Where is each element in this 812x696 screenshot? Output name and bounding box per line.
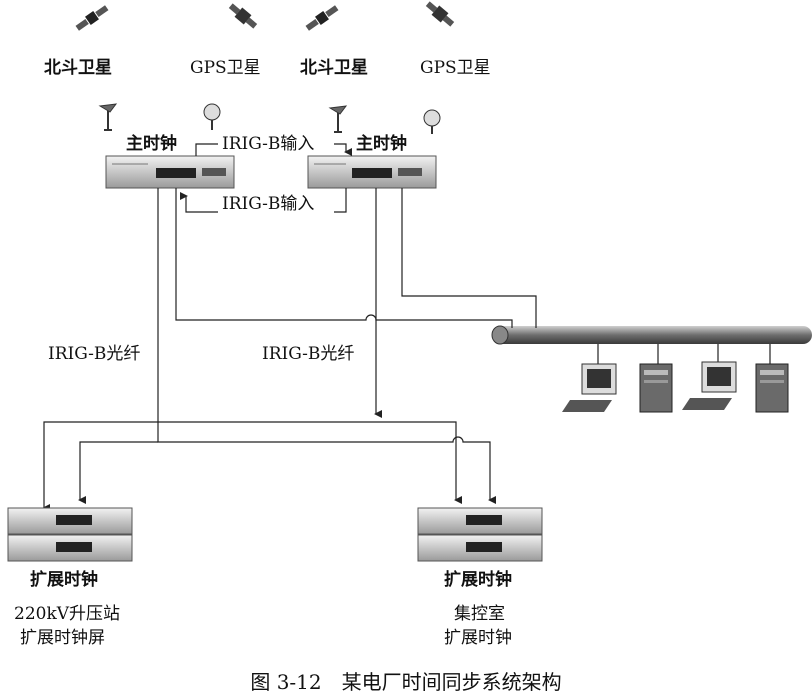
master-clock-unit: [307, 155, 437, 189]
location-label: 220kV升压站: [14, 604, 121, 624]
expansion-clock-unit: [7, 507, 133, 562]
network-bus: [491, 325, 812, 345]
bus-drop: [597, 344, 771, 364]
satellite-icon: [75, 5, 109, 31]
irig-input-link-bottom: [180, 188, 347, 213]
antenna-icon: [203, 103, 221, 130]
figure-caption: 图 3-12 某电厂时间同步系统架构: [250, 670, 562, 694]
location-label: 扩展时钟: [444, 628, 512, 648]
irig-input-label: IRIG-B输入: [222, 134, 315, 154]
master-clock-unit: [105, 155, 235, 189]
satellite-label: 北斗卫星: [300, 58, 368, 78]
server-icon: [755, 363, 789, 413]
irig-input-link-top: [195, 143, 352, 156]
fiber-label: IRIG-B光纤: [48, 344, 141, 364]
satellite-icon: [425, 1, 455, 27]
antenna-icon: [328, 105, 348, 133]
satellite-label: GPS卫星: [190, 58, 261, 78]
antenna-icon: [423, 109, 441, 134]
master-clock-label: 主时钟: [126, 134, 177, 154]
computer-icon: [682, 361, 737, 410]
satellite-label: GPS卫星: [420, 58, 491, 78]
master-clock-label: 主时钟: [356, 134, 407, 154]
irig-input-label: IRIG-B输入: [222, 194, 315, 214]
expansion-clock-label: 扩展时钟: [30, 570, 98, 590]
location-label: 扩展时钟屏: [20, 628, 105, 648]
server-icon: [639, 363, 673, 413]
fiber-link: [42, 188, 496, 512]
expansion-clock-unit: [417, 507, 543, 562]
satellite-label: 北斗卫星: [44, 58, 112, 78]
satellite-icon: [228, 3, 258, 29]
expansion-clock-label: 扩展时钟: [444, 570, 512, 590]
fiber-label: IRIG-B光纤: [262, 344, 355, 364]
computer-icon: [562, 363, 617, 412]
satellite-icon: [305, 5, 339, 31]
antenna-icon: [98, 103, 118, 131]
location-label: 集控室: [454, 604, 505, 624]
